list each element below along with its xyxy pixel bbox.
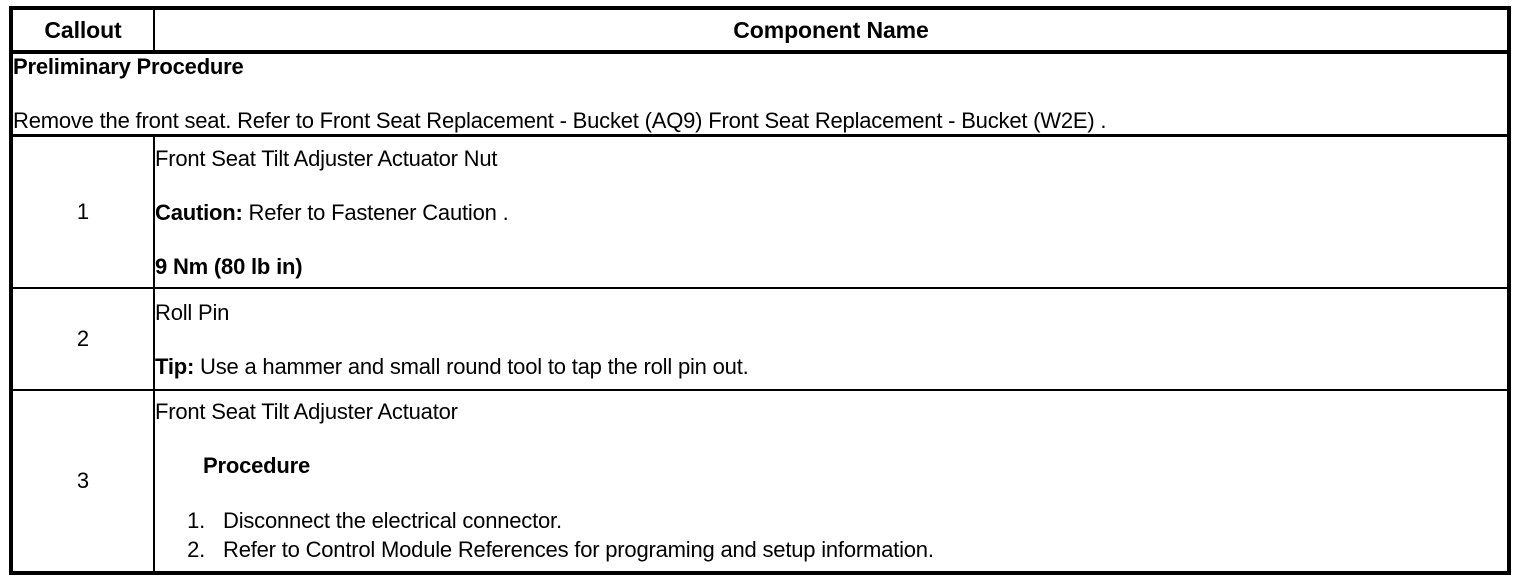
- table-body: Preliminary Procedure Remove the front s…: [10, 51, 1510, 574]
- preliminary-procedure-row: Preliminary Procedure Remove the front s…: [10, 51, 1510, 137]
- caution-line: Caution: Refer to Fastener Caution .: [155, 199, 1507, 226]
- torque-spec: 9 Nm (80 lb in): [155, 253, 303, 279]
- tip-text: Use a hammer and small round tool to tap…: [194, 353, 749, 379]
- callout-number: 2: [10, 287, 155, 391]
- component-title: Front Seat Tilt Adjuster Actuator: [155, 399, 458, 424]
- tip-line: Tip: Use a hammer and small round tool t…: [155, 353, 1507, 380]
- procedure-step-list: Disconnect the electrical connector. Ref…: [155, 506, 1507, 564]
- preliminary-procedure-cell: Preliminary Procedure Remove the front s…: [10, 51, 1510, 137]
- component-table: Callout Component Name Preliminary Proce…: [9, 6, 1511, 575]
- list-item: Disconnect the electrical connector.: [211, 506, 1507, 535]
- table-row: 1 Front Seat Tilt Adjuster Actuator Nut …: [10, 134, 1510, 289]
- header-component-name: Component Name: [153, 7, 1510, 54]
- table-header: Callout Component Name: [10, 7, 1510, 54]
- preliminary-procedure-title: Preliminary Procedure: [13, 54, 244, 79]
- component-name-cell: Front Seat Tilt Adjuster Actuator Nut Ca…: [153, 134, 1510, 289]
- procedure-heading: Procedure: [203, 453, 311, 478]
- header-row: Callout Component Name: [10, 7, 1510, 54]
- callout-number: 1: [10, 134, 155, 289]
- list-item: Refer to Control Module References for p…: [211, 535, 1507, 564]
- table-row: 3 Front Seat Tilt Adjuster Actuator Proc…: [10, 389, 1510, 574]
- caution-label: Caution:: [155, 199, 243, 225]
- callout-number: 3: [10, 389, 155, 574]
- component-name-cell: Front Seat Tilt Adjuster Actuator Proced…: [153, 389, 1510, 574]
- component-title: Front Seat Tilt Adjuster Actuator Nut: [155, 145, 498, 171]
- component-name-cell: Roll Pin Tip: Use a hammer and small rou…: [153, 287, 1510, 391]
- table-row: 2 Roll Pin Tip: Use a hammer and small r…: [10, 287, 1510, 391]
- preliminary-procedure-text: Remove the front seat. Refer to Front Se…: [13, 108, 1107, 133]
- component-title: Roll Pin: [155, 299, 230, 325]
- caution-text: Refer to Fastener Caution .: [242, 199, 509, 225]
- header-callout: Callout: [10, 7, 155, 54]
- tip-label: Tip:: [155, 353, 195, 379]
